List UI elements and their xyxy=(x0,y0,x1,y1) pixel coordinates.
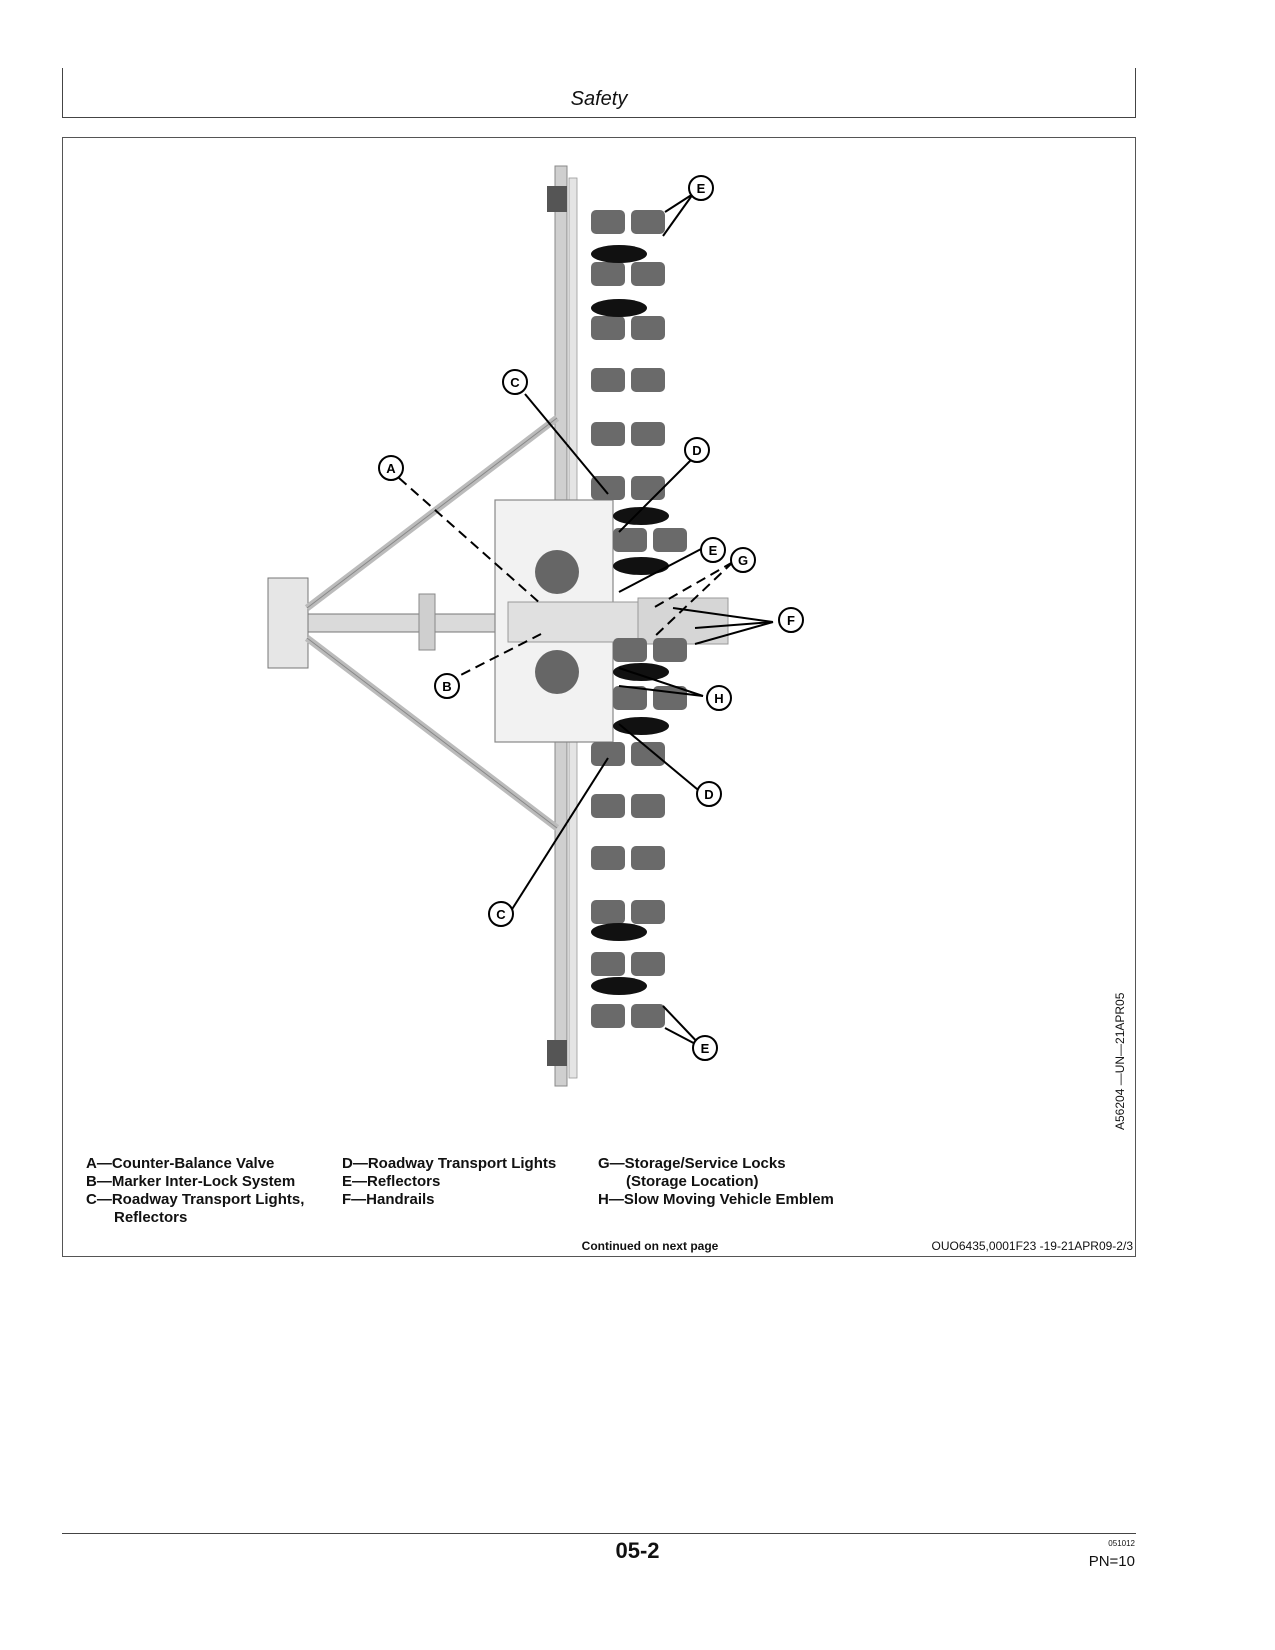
callout-b: B xyxy=(434,673,460,699)
callout-f: F xyxy=(778,607,804,633)
page-number: 05-2 xyxy=(615,1538,660,1563)
transport-tires xyxy=(591,245,669,995)
hopper-lid-lower xyxy=(535,650,579,694)
callout-d-bottom: D xyxy=(696,781,722,807)
svg-text:G: G xyxy=(738,553,748,568)
legend-item-g: G—Storage/Service Locks xyxy=(598,1155,786,1172)
svg-text:H: H xyxy=(714,691,723,706)
tongue-jack xyxy=(418,593,436,651)
legend-item-g-continued: (Storage Location) xyxy=(626,1173,759,1190)
legend-item-h: H—Slow Moving Vehicle Emblem xyxy=(598,1191,834,1208)
footer-divider xyxy=(62,1533,1136,1534)
callout-c-bottom: C xyxy=(488,901,514,927)
rear-platform xyxy=(637,597,729,645)
legend-column-1: A—Counter-Balance Valve B—Marker Inter-L… xyxy=(86,1155,304,1227)
figure-side-reference: A56204 —UN—21APR05 xyxy=(1113,992,1127,1130)
bottom-marker-mount xyxy=(547,1040,567,1066)
svg-text:D: D xyxy=(704,787,713,802)
svg-text:F: F xyxy=(787,613,795,628)
callout-g: G xyxy=(730,547,756,573)
svg-text:C: C xyxy=(510,375,520,390)
legend-item-c: C—Roadway Transport Lights, xyxy=(86,1191,305,1208)
hitch xyxy=(267,577,309,669)
svg-text:B: B xyxy=(442,679,451,694)
legend-item-b: B—Marker Inter-Lock System xyxy=(86,1173,296,1190)
legend-item-f: F—Handrails xyxy=(342,1191,435,1208)
legend-column-3: G—Storage/Service Locks (Storage Locatio… xyxy=(598,1155,834,1209)
planter-top-view-diagram: A B C C D D E E xyxy=(267,165,804,1087)
svg-text:D: D xyxy=(692,443,701,458)
upper-brace-edge xyxy=(306,417,558,609)
hopper-walkway xyxy=(507,601,639,643)
legend-item-a: A—Counter-Balance Valve xyxy=(86,1155,275,1172)
page-header: Safety xyxy=(62,68,1136,118)
date-code: 051012 xyxy=(1108,1539,1135,1548)
section-title: Safety xyxy=(570,88,628,110)
callout-e-bottom: E xyxy=(692,1035,718,1061)
legend-item-d: D—Roadway Transport Lights xyxy=(342,1155,557,1172)
reference-code: OUO6435,0001F23 -19-21APR09-2/3 xyxy=(931,1239,1133,1253)
callout-d-top: D xyxy=(684,437,710,463)
callout-a: A xyxy=(378,455,404,481)
top-marker-mount xyxy=(547,186,567,212)
pn-label: PN=10 xyxy=(1088,1553,1135,1570)
continued-notice: Continued on next page xyxy=(581,1239,719,1253)
svg-text:C: C xyxy=(496,907,506,922)
legend-column-2: D—Roadway Transport Lights E—Reflectors … xyxy=(342,1155,556,1209)
hopper-lid-upper xyxy=(535,550,579,594)
legend-item-e: E—Reflectors xyxy=(342,1173,441,1190)
svg-text:E: E xyxy=(697,181,706,196)
callout-e-middle: E xyxy=(700,537,726,563)
callout-c-top: C xyxy=(502,369,528,395)
svg-text:A: A xyxy=(386,461,396,476)
legend-item-c-continued: Reflectors xyxy=(114,1209,188,1226)
callout-e-top: E xyxy=(688,175,714,201)
figure-frame: A B C C D D E E xyxy=(62,137,1136,1257)
lower-brace-edge xyxy=(306,637,558,829)
callout-h: H xyxy=(706,685,732,711)
svg-text:E: E xyxy=(709,543,718,558)
svg-text:E: E xyxy=(701,1041,710,1056)
